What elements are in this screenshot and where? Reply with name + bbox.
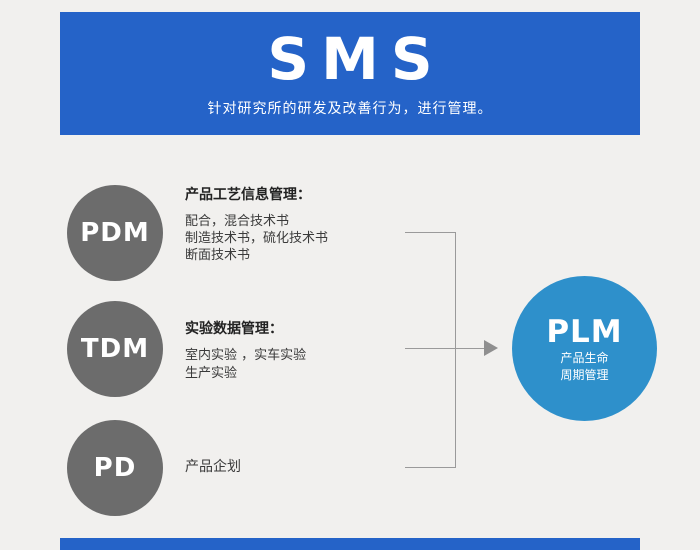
right-arrow-icon <box>484 340 498 356</box>
plm-subtitle-line-2: 周期管理 <box>560 367 609 382</box>
pd-line-1: 产品企划 <box>185 459 241 475</box>
plm-node-circle: PLM 产品生命 周期管理 <box>512 276 657 421</box>
tdm-line-1: 室内实验 ，实车实验 <box>185 348 307 363</box>
page-title: SMS <box>267 25 445 94</box>
pd-text-block: 产品企划 <box>185 459 241 476</box>
pdm-text-block: 产品工艺信息管理： 配合，混合技术书 制造技术书，硫化技术书 断面技术书 <box>185 184 328 264</box>
tdm-line-2: 生产实验 <box>185 366 238 381</box>
tdm-node-circle: TDM <box>67 301 163 397</box>
header-banner: SMS 针对研究所的研发及改善行为，进行管理。 <box>60 12 640 135</box>
pdm-line-2: 制造技术书，硫化技术书 <box>185 231 329 246</box>
footer-bar <box>60 538 640 550</box>
pd-node-circle: PD <box>67 420 163 516</box>
plm-label: PLM <box>546 313 623 350</box>
pdm-line-3: 断面技术书 <box>185 248 251 263</box>
tdm-block-title: 实验数据管理： <box>185 321 283 337</box>
connector-line-tdm <box>405 348 455 349</box>
plm-subtitle-line-1: 产品生命 <box>560 350 609 365</box>
pdm-block-title: 产品工艺信息管理： <box>185 187 311 203</box>
connector-line-pdm <box>405 232 455 233</box>
connector-line-pd <box>405 467 455 468</box>
tdm-text-block: 实验数据管理： 室内实验 ，实车实验 生产实验 <box>185 318 306 383</box>
arrow-shaft <box>455 348 485 349</box>
pdm-node-circle: PDM <box>67 185 163 281</box>
connector-vertical-line <box>455 232 456 468</box>
pdm-line-1: 配合，混合技术书 <box>185 214 290 229</box>
page-subtitle: 针对研究所的研发及改善行为，进行管理。 <box>207 100 493 117</box>
